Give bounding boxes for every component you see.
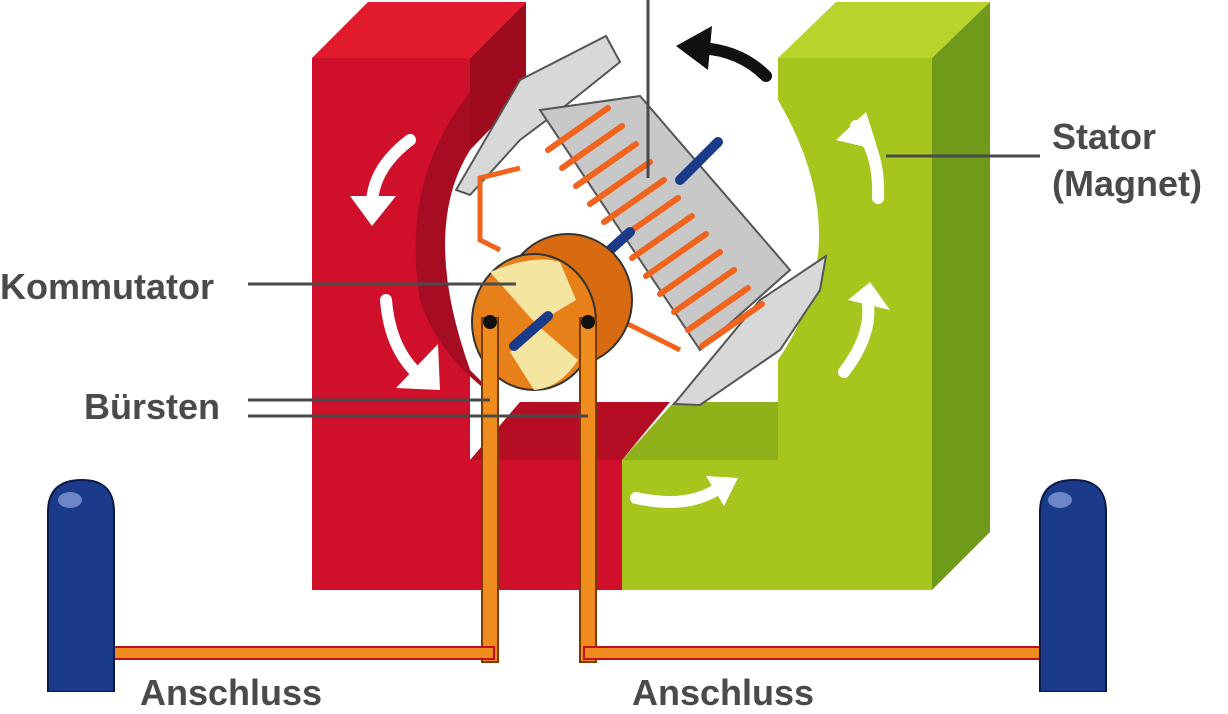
brushes (481, 315, 597, 663)
wire-left (97, 646, 495, 660)
wire-right (583, 646, 1057, 660)
terminal-wires (97, 646, 1057, 660)
brush-left-contact (483, 315, 497, 329)
field-arrowhead-green-mid (848, 282, 890, 310)
green-magnet-lower-block (622, 460, 778, 590)
rotation-arrow (676, 26, 772, 82)
commutator-segment-light (490, 259, 576, 324)
brush-right (579, 317, 597, 663)
rotor-shaft-mid (605, 227, 635, 255)
terminal-post-right-highlight (1048, 492, 1072, 508)
stator-label: Stator (1052, 116, 1157, 157)
commutator (471, 233, 633, 391)
commutator-shaft (509, 311, 553, 351)
rotor-armature (454, 34, 828, 407)
rotor-shaft-top (675, 137, 723, 185)
terminal-post-left (47, 478, 115, 692)
coil-lead-top (477, 165, 521, 253)
field-arrowhead-green-top (836, 112, 878, 150)
field-arrowheads (350, 112, 890, 506)
anschluss-left-label: Anschluss (140, 672, 323, 713)
red-magnet-front-face (312, 58, 622, 590)
dc-motor-diagram (47, 0, 1107, 692)
red-magnet-side-face (470, 2, 526, 150)
terminal-post-right (1039, 478, 1107, 692)
terminal-post-left-highlight (58, 492, 82, 508)
anschluss-right-label: Anschluss (632, 672, 815, 713)
red-magnet-top-face (312, 2, 526, 58)
stator-magnet-label: (Magnet) (1052, 163, 1202, 204)
green-magnet-top-face (778, 2, 990, 58)
kommutator-label: Kommutator (0, 266, 214, 307)
buersten-label: Bürsten (84, 386, 221, 427)
green-magnet-side-face (932, 2, 990, 590)
terminal-posts (47, 478, 1107, 692)
brush-right-contact (581, 315, 595, 329)
armature-core (538, 94, 792, 352)
field-arrowhead-red-bottom (396, 344, 440, 390)
green-magnet-ledge (622, 402, 778, 460)
rotation-arrow-shaft (694, 42, 772, 82)
armature-pole-shoe-bottom (671, 253, 828, 407)
field-arrowhead-green-bottom (706, 476, 738, 506)
green-magnet (622, 2, 990, 590)
red-pole-inner-face (415, 92, 500, 400)
leader-lines (248, 0, 1040, 418)
brush-left (481, 317, 499, 663)
field-arrowhead-red-top (350, 196, 396, 226)
rotation-arrow-head (676, 26, 712, 70)
